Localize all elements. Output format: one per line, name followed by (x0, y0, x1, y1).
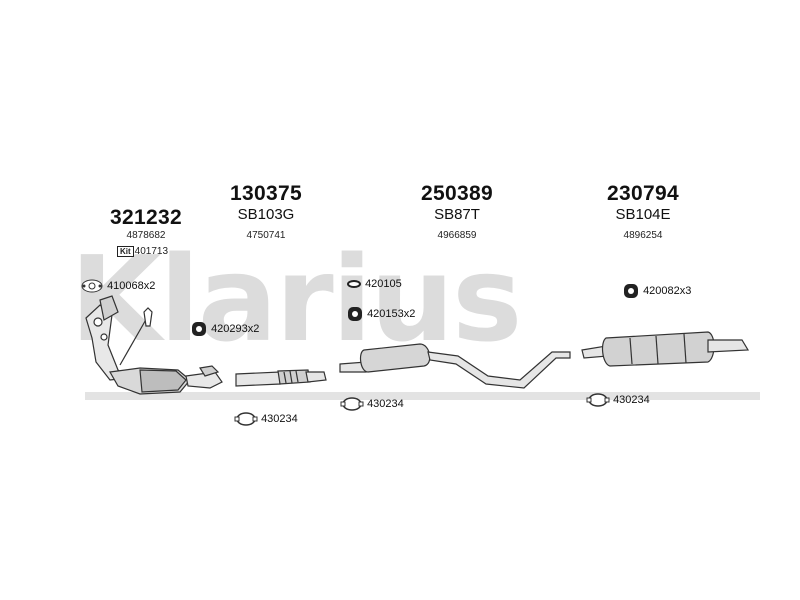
accessory-rubber-mount: 420082x3 (622, 282, 691, 300)
oe-number: 4878682 (126, 230, 166, 241)
accessory-label: 420105 (365, 278, 402, 290)
accessory-label: 420153x2 (367, 307, 416, 320)
kit-number: 401713 (134, 246, 169, 257)
hanger-icon (347, 280, 361, 289)
accessory-clamp: 430234 (586, 392, 650, 408)
accessory-label: 430234 (367, 397, 404, 410)
oe-number: 4966859 (437, 230, 477, 241)
clamp-icon (234, 412, 258, 426)
catalytic-converter-part (85, 295, 223, 395)
accessory-gasket: 410068x2 (80, 278, 155, 294)
oe-number: 4896254 (623, 230, 663, 241)
accessory-label: 430234 (261, 412, 298, 425)
part-number-250389: 250389 (421, 182, 493, 205)
accessory-label: 410068x2 (107, 279, 156, 292)
brand-watermark: Klarius (70, 230, 522, 368)
oe-number: 4750741 (246, 230, 286, 241)
accessory-hanger: 420105 (346, 278, 402, 290)
part-code: SB87T (434, 206, 480, 223)
kit-badge: Kit (117, 246, 134, 257)
accessory-label: 420082x3 (643, 284, 692, 297)
rear-silencer-part (581, 331, 750, 367)
accessory-label: 420293x2 (211, 322, 260, 335)
clamp-icon (340, 397, 364, 411)
part-number-230794: 230794 (607, 182, 679, 205)
part-number-130375: 130375 (230, 182, 302, 205)
rubber-mount-icon (624, 284, 638, 298)
accessory-rubber-mount: 420153x2 (346, 305, 415, 323)
accessory-clamp: 430234 (234, 411, 298, 427)
watermark-bar (85, 392, 760, 400)
gasket-icon (81, 279, 103, 293)
part-number-321232: 321232 (110, 206, 182, 229)
part-code: SB104E (615, 206, 671, 223)
rubber-mount-icon (192, 322, 206, 336)
front-pipe-part (235, 369, 327, 387)
rubber-mount-icon (348, 307, 362, 321)
accessory-clamp: 430234 (340, 396, 404, 412)
centre-silencer-part (339, 343, 571, 389)
accessory-rubber-mount: 420293x2 (190, 320, 259, 338)
accessory-label: 430234 (613, 393, 650, 406)
part-code: SB103G (237, 206, 295, 223)
clamp-icon (586, 393, 610, 407)
